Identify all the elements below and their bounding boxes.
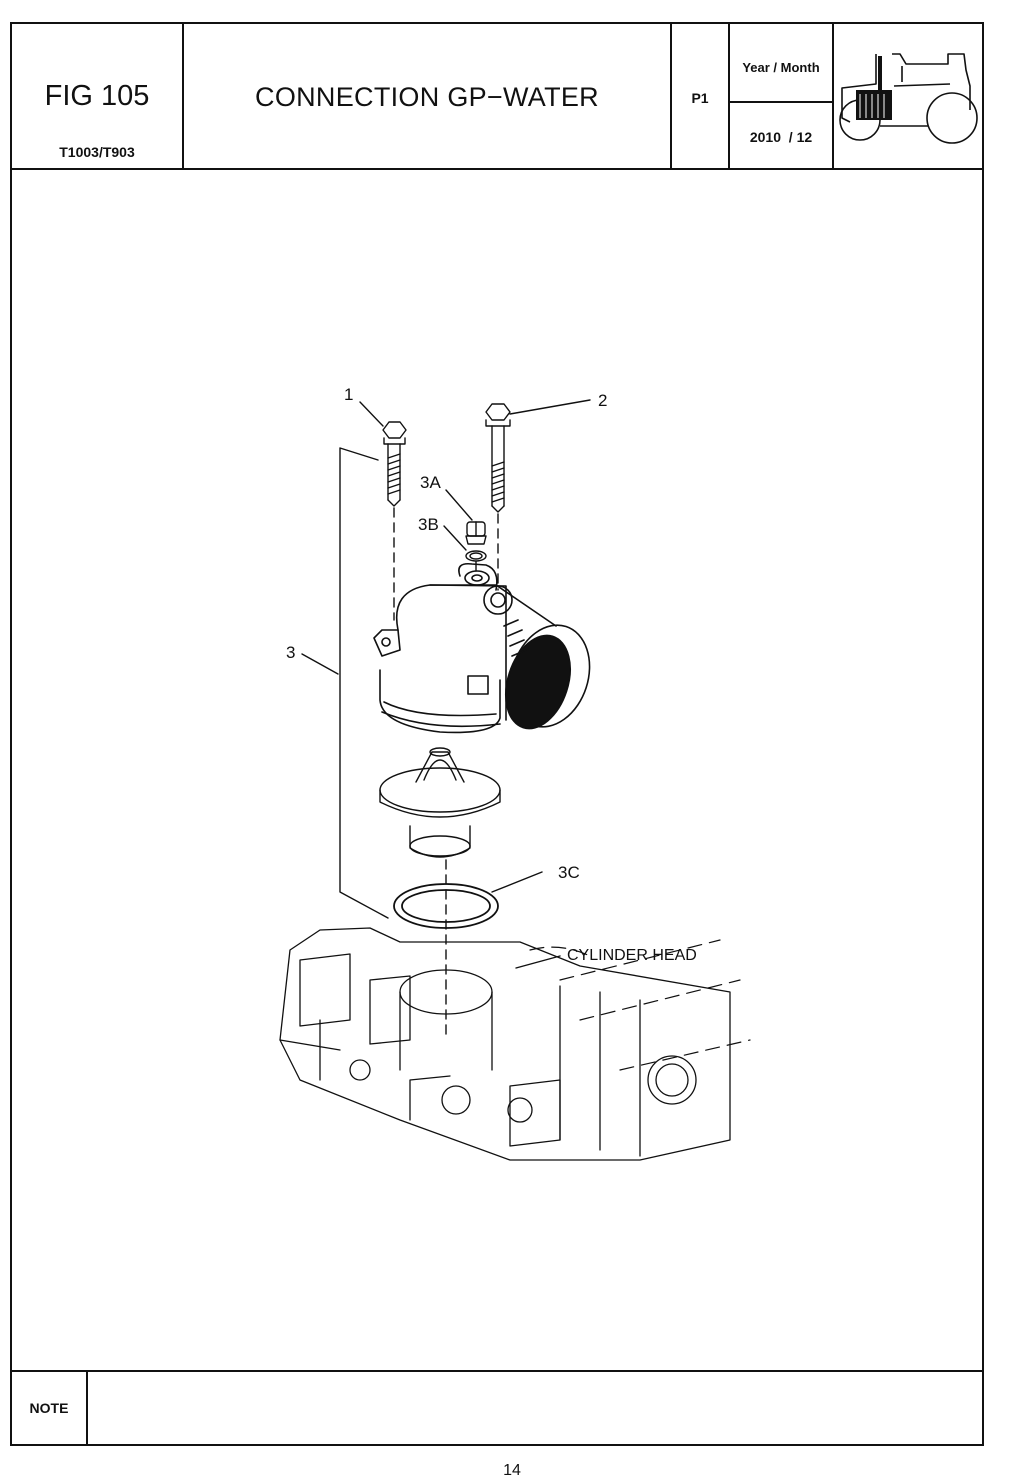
leader-2 — [509, 399, 591, 415]
leader-cylinder-head — [515, 955, 561, 969]
year-month-label: Year / Month — [742, 60, 820, 75]
callout-2: 2 — [598, 391, 607, 410]
bolt-2 — [485, 403, 511, 513]
page-frame — [10, 22, 984, 1446]
leader-3a — [445, 489, 473, 521]
plug-3a — [465, 521, 487, 545]
note-top-rule — [10, 1370, 984, 1372]
washer-3b — [465, 550, 487, 562]
callout-3b: 3B — [418, 515, 439, 534]
leader-3b — [443, 525, 467, 551]
page-title: CONNECTION GP−WATER — [255, 82, 599, 112]
callout-3c: 3C — [558, 863, 580, 882]
cylinder-head — [279, 927, 731, 1161]
page-number: 14 — [503, 1462, 521, 1479]
callout-1: 1 — [344, 385, 353, 404]
year-month-value: 2010 / 12 — [749, 129, 813, 145]
leader-1 — [359, 401, 384, 427]
header-divider — [832, 22, 834, 169]
gasket-3c — [393, 883, 499, 929]
header-bottom-rule — [10, 168, 984, 170]
note-label: NOTE — [29, 1400, 69, 1416]
page-code: P1 — [691, 90, 709, 106]
thermostat — [379, 747, 501, 858]
callout-3a: 3A — [420, 473, 441, 492]
leader-3 — [301, 653, 339, 675]
model-code: T1003/T903 — [59, 144, 135, 160]
water-outlet-housing — [373, 562, 591, 734]
leader-3c — [491, 871, 543, 893]
header-divider — [670, 22, 672, 169]
callout-3: 3 — [286, 643, 295, 662]
year-month-divider — [728, 101, 833, 103]
tractor-icon — [839, 53, 978, 144]
exploded-parts-diagram: 1 2 3 3A 3B 3C CYLINDER HEAD — [279, 385, 751, 1161]
bolt-1 — [382, 421, 407, 507]
header-divider — [182, 22, 184, 169]
header-divider — [728, 22, 730, 169]
figure-number: FIG 105 — [44, 80, 150, 112]
note-divider — [86, 1370, 88, 1446]
cylinder-head-label: CYLINDER HEAD — [567, 947, 697, 964]
